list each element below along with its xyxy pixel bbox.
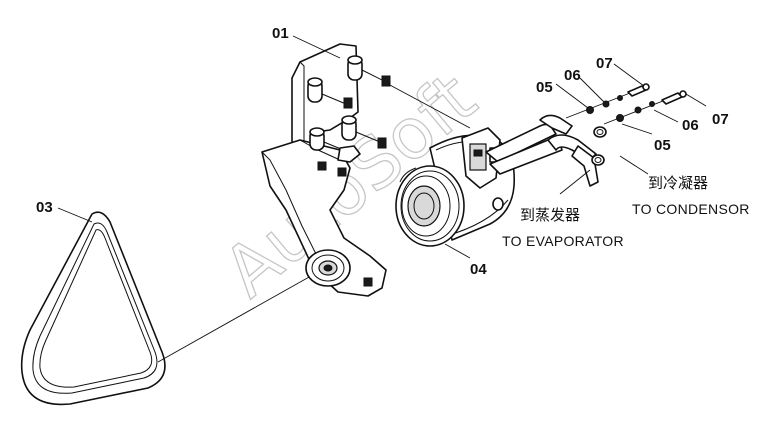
part-number-01: 01	[272, 25, 289, 42]
to-condensor-label-en: TO CONDENSOR	[632, 201, 750, 217]
part-number-05-lower: 05	[654, 137, 671, 154]
callout-leaders	[57, 35, 707, 259]
compressor	[395, 127, 516, 247]
to-evaporator-label-en: TO EVAPORATOR	[502, 233, 624, 249]
to-evaporator-label-cn: 到蒸发器	[520, 206, 580, 224]
part-number-07-lower: 07	[712, 111, 729, 128]
lower-fitting-set	[603, 90, 687, 125]
upper-fitting-set	[565, 83, 650, 119]
part-number-06-upper: 06	[564, 67, 581, 84]
mounting-bracket	[261, 43, 391, 297]
part-number-06-lower: 06	[682, 117, 699, 134]
to-condensor-label-cn: 到冷凝器	[648, 174, 708, 192]
part-number-07-upper: 07	[596, 55, 613, 72]
drive-belt	[20, 211, 166, 406]
refrigerant-pipes	[485, 114, 607, 187]
part-number-03: 03	[36, 199, 53, 216]
part-number-04: 04	[470, 261, 487, 278]
part-number-05-upper: 05	[536, 79, 553, 96]
